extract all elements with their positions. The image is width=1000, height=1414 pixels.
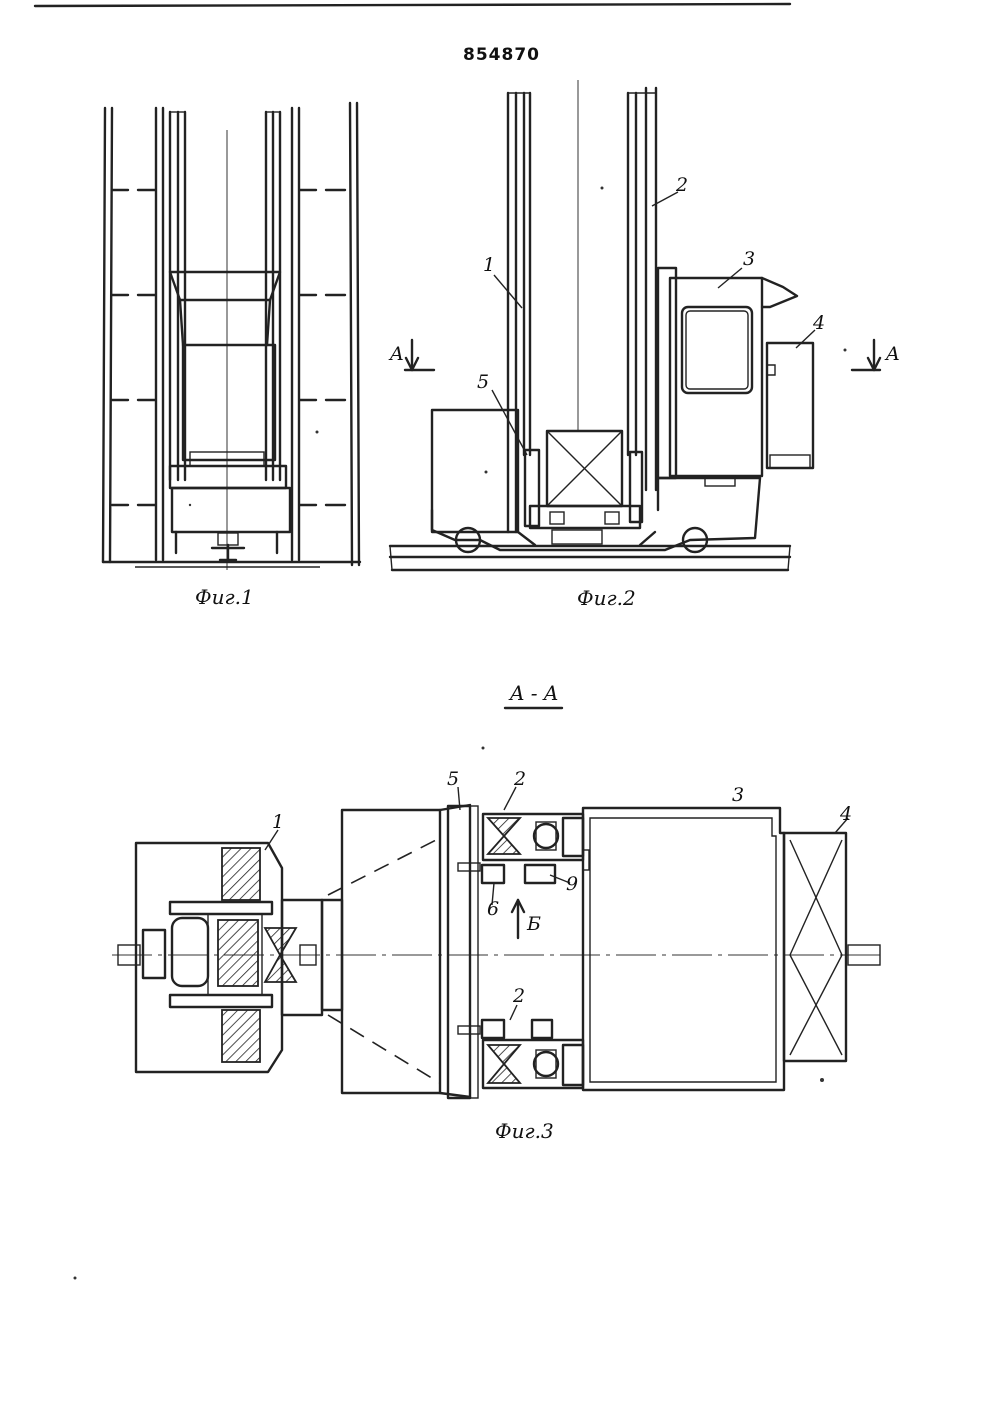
- carriage-5: [525, 431, 642, 528]
- rack-upright-left: [103, 108, 112, 562]
- view-arrow: Б: [512, 900, 541, 938]
- section-mark-left: A: [388, 340, 434, 370]
- fig3-label-1: 1: [272, 811, 284, 833]
- fig2-caption: Фиг.2: [577, 586, 636, 610]
- view-arrow-label: Б: [526, 913, 541, 935]
- base-body-left: [432, 410, 518, 532]
- roller-assembly-top: [458, 814, 583, 883]
- section-mark-left-label: A: [388, 343, 404, 365]
- fig2-label-5: 5: [477, 371, 489, 393]
- fig3-label-3: 3: [732, 784, 744, 806]
- cabin-3: [658, 268, 797, 478]
- drive-unit: [136, 843, 322, 1072]
- section-mark-right: A: [852, 340, 900, 370]
- sheet-top-border: [35, 4, 790, 6]
- fig3-label-6: 6: [487, 898, 499, 920]
- figure-2-drawing: A A 1 2 3 4 5 Фиг.2: [388, 80, 900, 610]
- carriage-plate-5: [448, 806, 478, 1098]
- patent-number: 854870: [463, 45, 540, 65]
- fig3-label-4: 4: [839, 803, 852, 825]
- scan-specks: [74, 187, 847, 1280]
- fig1-caption: Фиг.1: [195, 585, 254, 609]
- figure-1-drawing: Фиг.1: [103, 103, 360, 609]
- roller-assembly-bottom: [458, 1020, 583, 1088]
- figure-3-drawing: A - A: [112, 681, 882, 1143]
- cabin-3-plan: [583, 808, 784, 1090]
- control-panel-4: [784, 833, 846, 1061]
- load-hopper: [170, 272, 280, 460]
- fig2-label-3: 3: [743, 248, 755, 270]
- chassis: [432, 476, 760, 552]
- fig3-label-5: 5: [447, 768, 459, 790]
- fig3-label-2-top: 2: [513, 768, 526, 790]
- fig3-label-9: 9: [566, 873, 578, 895]
- fig2-label-1: 1: [483, 254, 495, 276]
- fig3-label-2-bottom: 2: [512, 985, 525, 1007]
- fig3-caption: Фиг.3: [495, 1119, 554, 1143]
- section-title-aa: A - A: [508, 681, 558, 705]
- control-box-4: [767, 343, 813, 468]
- fig2-label-2: 2: [675, 174, 688, 196]
- rack-upright-right: [350, 103, 359, 565]
- fig2-label-4: 4: [812, 312, 825, 334]
- section-mark-right-label: A: [884, 343, 900, 365]
- shelf-beams: [112, 190, 345, 505]
- mast-2: [628, 88, 656, 490]
